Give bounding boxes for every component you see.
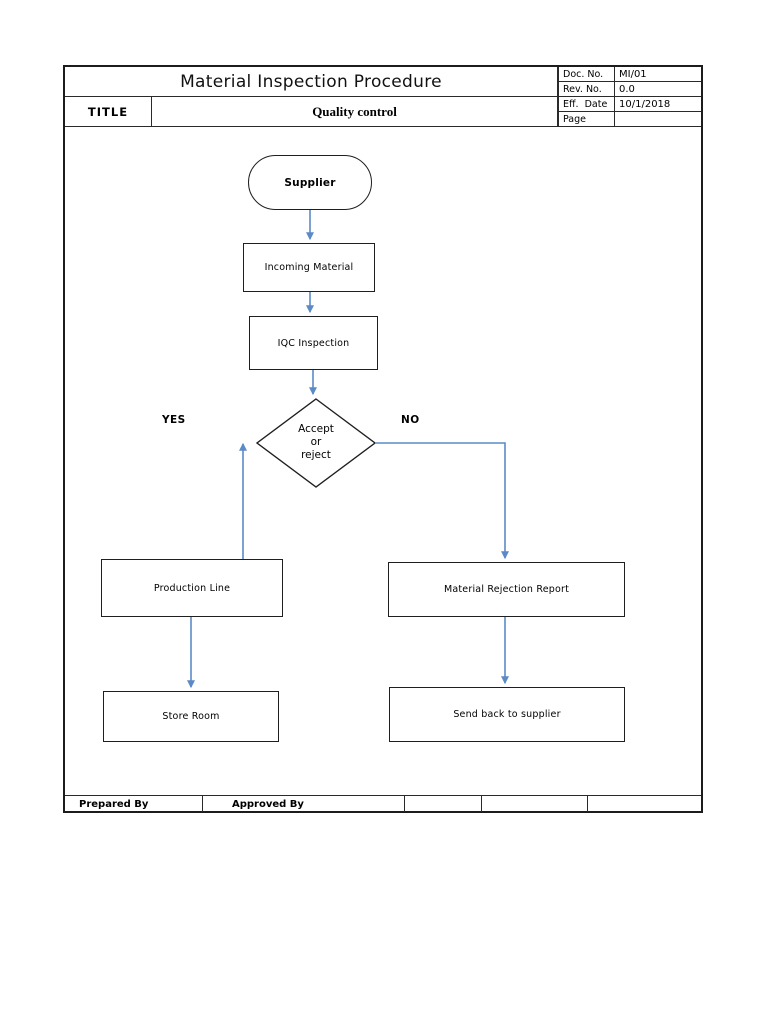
- meta-page-label: Page: [558, 112, 614, 127]
- node-iqc-inspection-label: IQC Inspection: [277, 337, 350, 349]
- signoff-row: Prepared By Approved By: [65, 795, 701, 812]
- approved-by-cell: Approved By: [203, 796, 405, 812]
- arrow-no-to-rejection: [375, 442, 509, 560]
- approved-by-label: Approved By: [232, 798, 304, 810]
- node-send-back-to-supplier: Send back to supplier: [389, 687, 625, 742]
- node-send-back-to-supplier-label: Send back to supplier: [453, 709, 561, 720]
- meta-rev-no-value: 0.0: [614, 82, 701, 97]
- branch-label-yes: YES: [162, 414, 186, 426]
- meta-eff-date-label: Eff. Date: [558, 97, 614, 112]
- meta-page-value: [614, 112, 701, 127]
- node-store-room-label: Store Room: [162, 711, 220, 722]
- meta-eff-date-value: 10/1/2018: [614, 97, 701, 112]
- subtitle-cell: Quality control: [152, 97, 558, 127]
- node-supplier: Supplier: [248, 155, 372, 210]
- prepared-by-label: Prepared By: [79, 798, 149, 810]
- decision-line2: or: [310, 436, 322, 448]
- node-store-room: Store Room: [103, 691, 279, 742]
- prepared-by-cell: Prepared By: [65, 796, 203, 812]
- signoff-empty-cell-2: [482, 796, 588, 812]
- branch-label-no: NO: [401, 414, 420, 426]
- signoff-empty-cell-3: [588, 796, 701, 812]
- signoff-empty-cell-1: [405, 796, 482, 812]
- node-material-rejection-report: Material Rejection Report: [388, 562, 625, 617]
- title-label: TITLE: [87, 104, 129, 119]
- node-supplier-label: Supplier: [284, 176, 336, 189]
- node-production-line-label: Production Line: [153, 582, 231, 594]
- title-label-cell: TITLE: [65, 97, 152, 127]
- decision-label: Accept or reject: [266, 423, 366, 462]
- node-production-line: Production Line: [101, 559, 283, 617]
- node-material-rejection-report-label: Material Rejection Report: [443, 584, 570, 595]
- decision-line3: reject: [301, 449, 331, 461]
- procedure-sheet: Material Inspection Procedure TITLE Qual…: [63, 65, 703, 813]
- document-title: Material Inspection Procedure: [180, 71, 442, 92]
- node-incoming-material-label: Incoming Material: [264, 262, 354, 273]
- meta-doc-no-value: MI/01: [614, 67, 701, 82]
- node-iqc-inspection: IQC Inspection: [249, 316, 378, 370]
- document-title-cell: Material Inspection Procedure: [65, 67, 558, 97]
- meta-rev-no-label: Rev. No.: [558, 82, 614, 97]
- node-incoming-material: Incoming Material: [243, 243, 375, 292]
- meta-doc-no-label: Doc. No.: [558, 67, 614, 82]
- decision-line1: Accept: [298, 423, 334, 435]
- document-subtitle: Quality control: [312, 103, 397, 119]
